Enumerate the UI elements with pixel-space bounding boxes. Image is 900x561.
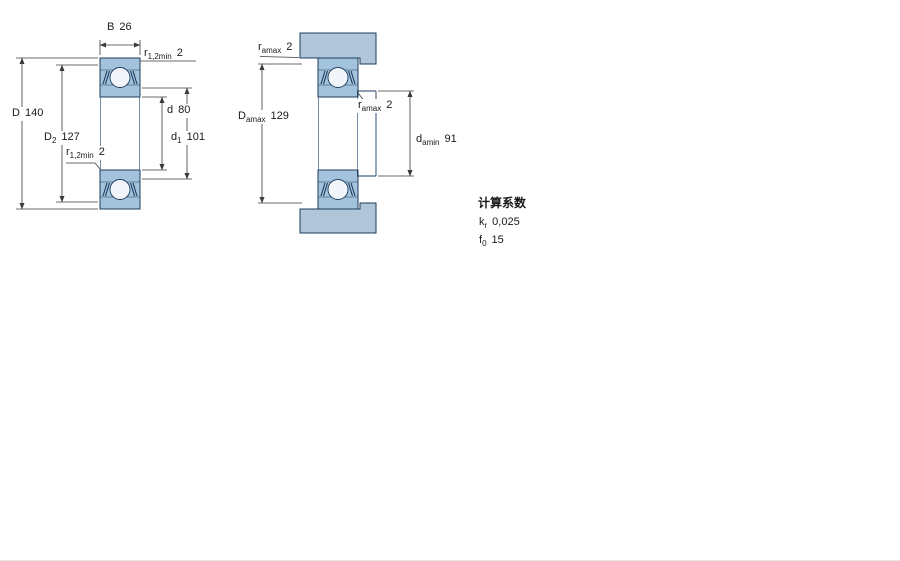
ball xyxy=(327,67,349,88)
seal-lines xyxy=(320,182,356,197)
dim-symbol: D xyxy=(238,110,246,122)
dim-label-d1: d1 101 xyxy=(170,131,206,146)
factor-kr: kr 0,025 xyxy=(478,216,521,230)
dim-label-ramax-top: ramax 2 xyxy=(257,41,293,55)
ball xyxy=(327,179,349,200)
dim-subscript: 2 xyxy=(51,136,57,146)
factor-subscript: r xyxy=(484,221,488,231)
dim-value: 26 xyxy=(119,21,132,33)
dim-value: 2 xyxy=(176,47,183,59)
dim-label-B: B 26 xyxy=(106,21,133,35)
dim-symbol: d xyxy=(167,104,174,116)
dim-subscript: amax xyxy=(245,115,266,125)
factor-symbol: k xyxy=(479,216,485,228)
seal-lines xyxy=(320,70,356,85)
dim-label-r12-top: r1,2min 2 xyxy=(143,47,184,61)
dim-symbol: D xyxy=(44,131,52,143)
dim-value: 91 xyxy=(444,133,457,145)
dim-value: 127 xyxy=(61,131,80,143)
dim-symbol: r xyxy=(66,146,70,158)
dim-value: 2 xyxy=(286,41,293,53)
housing-block-bottom xyxy=(299,202,377,234)
seal-lines xyxy=(102,70,138,85)
dimension-lines-left xyxy=(16,40,196,210)
dim-symbol: d xyxy=(171,131,178,143)
dim-value: 101 xyxy=(186,131,205,143)
seal-lines xyxy=(102,182,138,197)
mounting-cross-section-right xyxy=(258,32,414,234)
dim-label-r12-bottom: r1,2min 2 xyxy=(65,146,106,161)
ball xyxy=(109,179,131,200)
dim-label-Damax: Damax 129 xyxy=(237,110,290,125)
outer-ring-section xyxy=(317,169,359,210)
factor-value: 0,025 xyxy=(492,216,520,228)
dim-value: 129 xyxy=(270,110,289,122)
dim-subscript: amin xyxy=(422,138,440,148)
dimension-lines-right xyxy=(258,56,414,204)
dim-value: 140 xyxy=(24,107,44,119)
factor-symbol: f xyxy=(479,234,483,246)
ball xyxy=(109,67,131,88)
dim-value: 80 xyxy=(178,104,191,116)
bearing-cross-section-left xyxy=(16,40,196,210)
dim-symbol: r xyxy=(358,99,362,111)
dim-symbol: r xyxy=(258,41,262,53)
dim-label-D2: D2 127 xyxy=(43,131,81,146)
dim-subscript: 1 xyxy=(177,136,182,146)
dim-label-d: d 80 xyxy=(166,104,192,119)
dim-value: 2 xyxy=(386,99,393,111)
dim-subscript: amax xyxy=(261,46,282,56)
dim-label-D: D 140 xyxy=(11,107,45,122)
dim-symbol: r xyxy=(144,47,148,59)
dim-symbol: B xyxy=(107,21,115,33)
factor-value: 15 xyxy=(491,234,504,246)
dim-symbol: D xyxy=(12,107,20,119)
factor-f0: f0 15 xyxy=(478,234,505,248)
dim-subscript: 1,2min xyxy=(69,151,94,161)
calculation-factors-title: 计算系数 xyxy=(478,196,527,210)
dim-label-ramax-mid: ramax 2 xyxy=(357,99,394,114)
dim-subscript: amax xyxy=(361,104,382,114)
dim-symbol: d xyxy=(416,133,423,145)
dim-label-damin: damin 91 xyxy=(415,133,458,148)
factor-subscript: 0 xyxy=(482,239,487,249)
dim-subscript: 1,2min xyxy=(147,52,172,62)
housing-block-top xyxy=(299,32,377,65)
dim-value: 2 xyxy=(98,146,105,158)
